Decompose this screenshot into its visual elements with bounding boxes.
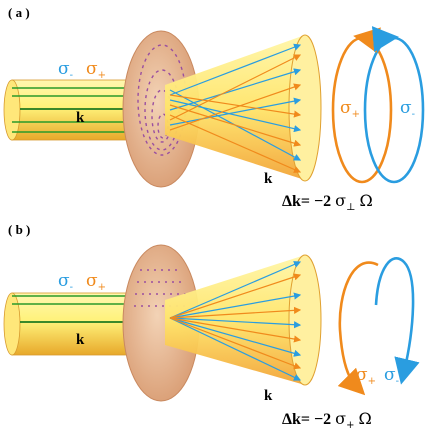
panel-a-output-cone: k: [165, 34, 322, 187]
panel-b-label: ( b ): [8, 222, 30, 237]
panel-b-sigma-minus: σ-: [58, 271, 73, 293]
panel-a: ( a ) k σ- σ+: [3, 5, 425, 213]
panel-b-k-in: k: [76, 332, 85, 348]
panel-b-sigma-plus: σ+: [86, 271, 106, 293]
panel-b-output-cone: k: [165, 254, 322, 404]
panel-b-equation: Δk= −2 σ+Ω: [282, 409, 372, 431]
panel-b-circle-label-right: σ-: [384, 365, 399, 387]
panel-a-sigma-plus: σ+: [86, 59, 106, 81]
panel-b-polarization: σ+ σ-: [337, 257, 420, 396]
panel-b-sigma-plus-spiral: [337, 261, 379, 396]
panel-a-polarization: σ+ σ-: [331, 26, 425, 184]
panel-a-circle-label-left: σ+: [340, 98, 360, 120]
panel-a-k-out: k: [264, 171, 273, 187]
panel-a-sigma-minus: σ-: [58, 59, 73, 81]
panel-b-input-beam: k σ- σ+: [3, 271, 152, 356]
panel-b-circle-label-left: σ+: [356, 365, 376, 387]
panel-b-sigma-minus-spiral: [374, 257, 420, 385]
panel-a-k-in: k: [76, 110, 85, 126]
panel-a-label: ( a ): [8, 5, 30, 20]
panel-b-k-out: k: [264, 388, 273, 404]
panel-a-equation: Δk= −2 σ⊥Ω: [282, 191, 373, 213]
panel-a-circle-label-right: σ-: [400, 98, 415, 120]
panel-b: ( b ) k σ- σ+: [3, 222, 420, 431]
